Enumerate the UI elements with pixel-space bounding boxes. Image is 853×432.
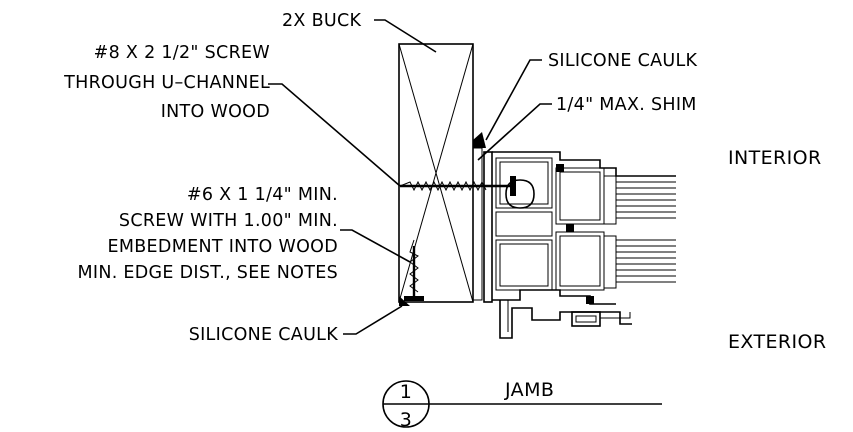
sheet-number: 3 bbox=[400, 409, 413, 431]
label-caulk-top: SILICONE CAULK bbox=[548, 51, 698, 71]
detail-number: 1 bbox=[400, 381, 413, 403]
shim bbox=[472, 139, 483, 301]
label-caulk-bottom: SILICONE CAULK bbox=[189, 325, 339, 345]
label-exterior: EXTERIOR bbox=[728, 331, 826, 353]
caulk-bead-top bbox=[473, 132, 486, 148]
leader-lines bbox=[268, 19, 552, 335]
detail-title: 1 3 JAMB bbox=[382, 379, 662, 431]
label-screw8-line3: INTO WOOD bbox=[161, 102, 270, 122]
label-screw8-line2: THROUGH U–CHANNEL bbox=[63, 73, 270, 93]
label-interior: INTERIOR bbox=[728, 147, 822, 169]
caulk-bead-bottom bbox=[399, 296, 410, 306]
detail-name: JAMB bbox=[504, 379, 554, 401]
label-screw8-line1: #8 X 2 1/2" SCREW bbox=[94, 43, 270, 63]
label-screw6-line3: EMBEDMENT INTO WOOD bbox=[108, 237, 339, 257]
label-screw6-line4: MIN. EDGE DIST., SEE NOTES bbox=[77, 263, 338, 283]
label-screw6-line1: #6 X 1 1/4" MIN. bbox=[187, 185, 338, 205]
screw-6-vertical bbox=[404, 239, 424, 301]
label-buck: 2X BUCK bbox=[282, 11, 362, 31]
label-shim: 1/4" MAX. SHIM bbox=[556, 95, 697, 115]
wood-buck bbox=[398, 43, 474, 303]
screw-8-horizontal bbox=[399, 176, 516, 196]
label-screw6-line2: SCREW WITH 1.00" MIN. bbox=[119, 211, 338, 231]
